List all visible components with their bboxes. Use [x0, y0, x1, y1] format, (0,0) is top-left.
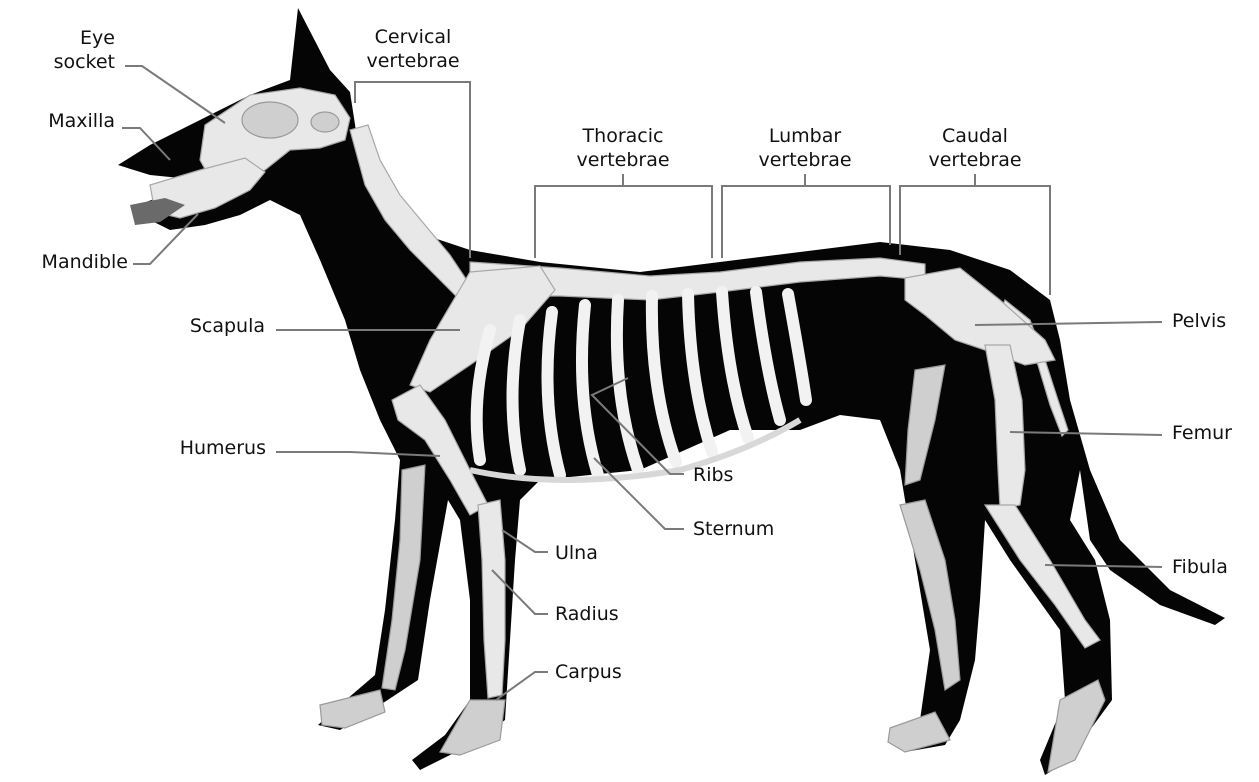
- label-lumbar-vertebrae: Lumbar vertebrae: [758, 124, 851, 172]
- label-thoracic-vertebrae: Thoracic vertebrae: [576, 124, 669, 172]
- label-pelvis: Pelvis: [1172, 309, 1226, 333]
- label-mandible: Mandible: [42, 250, 128, 274]
- label-scapula: Scapula: [190, 314, 265, 338]
- label-carpus: Carpus: [555, 660, 622, 684]
- label-humerus: Humerus: [180, 436, 266, 460]
- label-eye-socket: Eye socket: [54, 26, 115, 74]
- label-cervical-vertebrae: Cervical vertebrae: [366, 25, 459, 73]
- label-radius: Radius: [555, 602, 619, 626]
- label-caudal-vertebrae: Caudal vertebrae: [928, 124, 1021, 172]
- label-ulna: Ulna: [555, 541, 598, 565]
- label-fibula: Fibula: [1172, 555, 1228, 579]
- eye-socket-leader: [125, 66, 225, 123]
- label-sternum: Sternum: [693, 517, 774, 541]
- label-ribs: Ribs: [693, 463, 733, 487]
- label-maxilla: Maxilla: [48, 109, 115, 133]
- label-femur: Femur: [1172, 421, 1232, 445]
- thoracic-bracket: [535, 174, 712, 258]
